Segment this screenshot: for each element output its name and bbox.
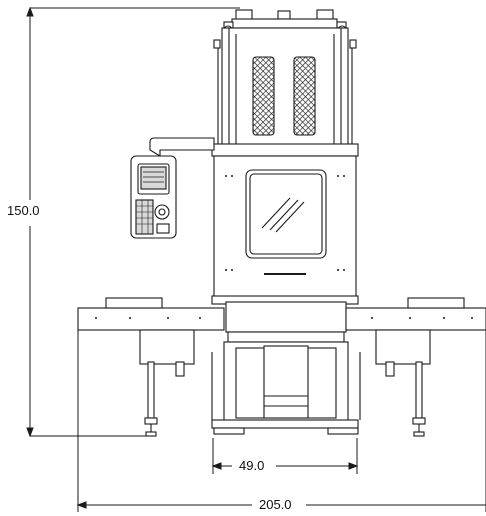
overall-width-dimension-label: 205.0 (256, 498, 295, 512)
dimension-lines (26, 6, 486, 512)
height-dimension-label: 150.0 (4, 204, 43, 218)
machine (77, 9, 486, 437)
base-width-dimension-label: 49.0 (236, 459, 268, 473)
